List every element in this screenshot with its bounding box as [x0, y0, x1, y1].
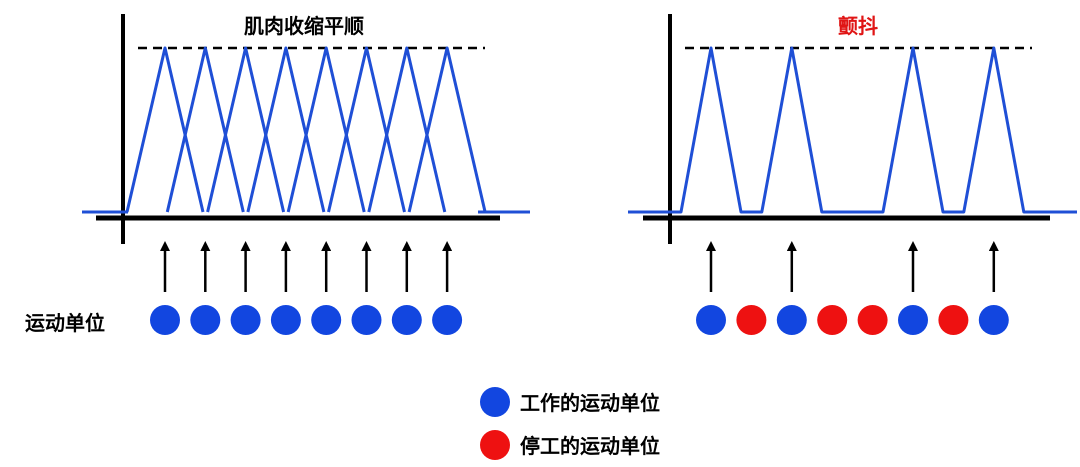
left-unit-dot-active: [311, 305, 342, 335]
left-twitch-wave: [246, 46, 326, 213]
right-title: 颤抖: [838, 14, 878, 38]
left-unit-dot-active: [190, 305, 221, 335]
right-unit-dot-stopped: [736, 305, 767, 335]
right-arrows: [706, 241, 999, 292]
left-units: [150, 305, 463, 335]
right-unit-dot-active: [696, 305, 726, 335]
left-unit-dot-active: [230, 305, 261, 335]
left-twitch-wave: [206, 46, 286, 213]
left-title: 肌肉收缩平顺: [244, 14, 364, 38]
left-twitch-wave: [367, 46, 447, 213]
right-panel: 颤抖: [628, 14, 1077, 335]
right-units: [696, 305, 1009, 335]
legend-dot-active: [480, 387, 510, 417]
left-arrows: [160, 241, 453, 292]
left-waves: [82, 46, 530, 214]
left-unit-dot-active: [432, 305, 463, 335]
right-unit-dot-active: [978, 305, 1009, 335]
legend-label-active: 工作的运动单位: [520, 391, 660, 415]
left-twitch-wave: [286, 46, 366, 213]
right-unit-dot-stopped: [857, 305, 888, 335]
left-twitch-wave: [125, 46, 205, 213]
left-unit-dot-active: [270, 305, 301, 335]
right-unit-dot-stopped: [817, 305, 848, 335]
right-unit-dot-stopped: [938, 305, 969, 335]
left-unit-dot-active: [150, 305, 180, 335]
legend: 工作的运动单位 停工的运动单位: [480, 387, 660, 460]
legend-dot-stopped: [480, 430, 510, 460]
left-panel: 肌肉收缩平顺 运动单位: [25, 14, 530, 335]
left-twitch-wave: [165, 46, 245, 213]
legend-label-stopped: 停工的运动单位: [520, 434, 660, 458]
right-wave: [628, 46, 1077, 214]
motor-unit-row-label: 运动单位: [25, 311, 105, 335]
left-twitch-wave: [407, 46, 487, 213]
left-twitch-wave: [327, 46, 406, 213]
right-unit-dot-active: [776, 305, 807, 335]
right-unit-dot-active: [898, 305, 928, 335]
left-unit-dot-active: [391, 305, 422, 335]
left-unit-dot-active: [351, 305, 382, 335]
